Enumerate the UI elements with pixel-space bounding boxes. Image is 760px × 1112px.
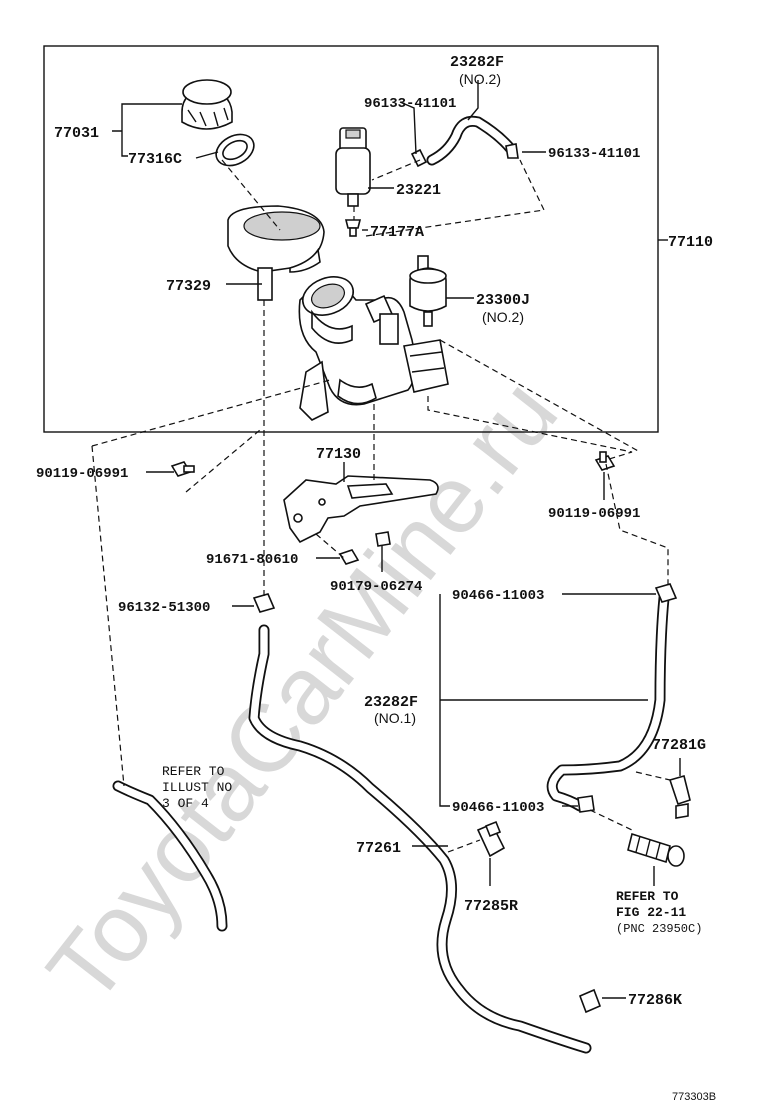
- left-hose-part[interactable]: [112, 780, 228, 932]
- assembly-frame: [43, 45, 659, 433]
- clip-77285R[interactable]: [476, 820, 506, 858]
- label-77286K[interactable]: 77286K: [628, 992, 682, 1009]
- label-77281G[interactable]: 77281G: [652, 737, 706, 754]
- label-23282F-mid-sub: (NO.1): [374, 710, 416, 726]
- label-77285R[interactable]: 77285R: [464, 898, 518, 915]
- figure-id: 773303B: [672, 1091, 716, 1103]
- bolt-right[interactable]: [594, 451, 616, 471]
- label-23300J[interactable]: 23300J: [476, 292, 530, 309]
- clip-90466-top[interactable]: [654, 583, 678, 603]
- clip-77281G[interactable]: [668, 775, 691, 819]
- nut-90179[interactable]: [375, 531, 391, 547]
- label-23300J-sub: (NO.2): [482, 309, 524, 325]
- nozzle-connector[interactable]: [627, 832, 685, 867]
- label-77110[interactable]: 77110: [668, 234, 713, 251]
- label-90119-left[interactable]: 90119-06991: [36, 466, 128, 482]
- label-23221[interactable]: 23221: [396, 182, 441, 199]
- bracket-part[interactable]: [283, 475, 439, 544]
- long-hose-part[interactable]: [248, 624, 592, 1054]
- bolt-left[interactable]: [170, 461, 195, 477]
- label-96132[interactable]: 96132-51300: [118, 600, 210, 616]
- hose-clip-left[interactable]: [410, 148, 428, 168]
- clamp-96132[interactable]: [252, 593, 276, 613]
- label-23282F-top[interactable]: 23282F: [450, 54, 504, 71]
- label-77130[interactable]: 77130: [316, 446, 361, 463]
- label-23282F-mid[interactable]: 23282F: [364, 694, 418, 711]
- grommet-part[interactable]: [344, 219, 362, 237]
- washer-pump-part[interactable]: [335, 127, 371, 207]
- clip-90466-bottom[interactable]: [577, 795, 595, 813]
- watermark: ToyotaCarMine.ru: [27, 360, 578, 1023]
- right-hose-part[interactable]: [546, 592, 670, 812]
- cap-part[interactable]: [181, 79, 233, 130]
- ref-illust-line1: REFER TO: [162, 764, 225, 779]
- label-90179[interactable]: 90179-06274: [330, 579, 422, 595]
- ref-illust-line2: ILLUST NO: [162, 780, 232, 795]
- label-23282F-top-sub: (NO.2): [459, 71, 501, 87]
- label-77261[interactable]: 77261: [356, 840, 401, 857]
- clip-77286K[interactable]: [578, 988, 602, 1014]
- leader-lines: [112, 80, 681, 999]
- label-77316C[interactable]: 77316C: [128, 151, 182, 168]
- fuel-filter-part[interactable]: [409, 255, 447, 327]
- label-77031[interactable]: 77031: [54, 125, 99, 142]
- filler-funnel-part[interactable]: [227, 205, 325, 301]
- label-90119-right[interactable]: 90119-06991: [548, 506, 640, 522]
- label-77177A[interactable]: 77177A: [370, 224, 424, 241]
- label-96133-right[interactable]: 96133-41101: [548, 146, 640, 162]
- guide-lines: [91, 159, 671, 853]
- ref-illust-line3: 3 OF 4: [162, 796, 209, 811]
- label-90466-bottom[interactable]: 90466-11003: [452, 800, 544, 816]
- ref-fig-line1: REFER TO: [616, 889, 679, 904]
- label-96133-left[interactable]: 96133-41101: [364, 96, 456, 112]
- label-77329[interactable]: 77329: [166, 278, 211, 295]
- bolt-91671[interactable]: [338, 549, 360, 565]
- hose-clip-right[interactable]: [505, 143, 519, 159]
- ref-fig-line2: FIG 22-11: [616, 905, 686, 920]
- label-90466-top[interactable]: 90466-11003: [452, 588, 544, 604]
- gasket-part[interactable]: [211, 128, 259, 172]
- label-91671[interactable]: 91671-80610: [206, 552, 298, 568]
- ref-fig-line3: (PNC 23950C): [616, 922, 702, 936]
- upper-hose-part[interactable]: [426, 115, 516, 166]
- tank-assembly-part[interactable]: [297, 270, 449, 421]
